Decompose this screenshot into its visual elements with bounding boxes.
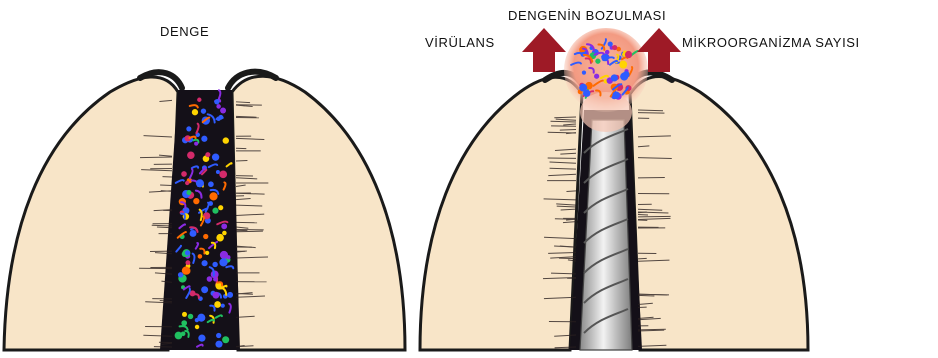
bacterium xyxy=(193,198,199,204)
bacterium xyxy=(195,325,199,329)
bacterium xyxy=(216,116,221,121)
bacterium xyxy=(212,153,219,160)
bacterium xyxy=(205,251,209,255)
bacterium xyxy=(227,292,233,298)
hatch-line xyxy=(236,293,253,294)
bacterium xyxy=(186,126,191,131)
bacterium xyxy=(623,71,630,78)
bacterium xyxy=(612,91,620,99)
bacterium xyxy=(595,59,600,64)
bacterium xyxy=(221,304,225,308)
bacterium xyxy=(203,234,208,239)
microorganism-count-label: MİKROORGANİZMA SAYISI xyxy=(682,35,860,50)
bacterium xyxy=(207,276,213,282)
bacterium xyxy=(186,190,191,195)
bacterium xyxy=(194,142,198,146)
bacterium xyxy=(196,179,204,187)
bacterium xyxy=(190,230,197,237)
bacterium xyxy=(185,181,189,185)
bacterium xyxy=(213,277,217,281)
bacterium xyxy=(582,71,586,75)
bacterium xyxy=(214,301,221,308)
bacterium xyxy=(185,250,190,255)
bacterium xyxy=(205,152,210,157)
bacterium xyxy=(197,314,205,322)
bacterium xyxy=(182,312,187,317)
bacterium xyxy=(212,292,219,299)
virulence-label: VİRÜLANS xyxy=(425,35,495,50)
bacterium xyxy=(216,234,224,242)
up-arrow-icon xyxy=(522,28,566,72)
bacterium xyxy=(223,137,229,143)
bacterium xyxy=(212,262,217,267)
hatch-line xyxy=(140,157,172,158)
hatch-line xyxy=(638,295,654,296)
bacterium xyxy=(216,104,221,109)
bacterium xyxy=(605,50,609,54)
left-panel-balance xyxy=(4,72,405,350)
bacterium xyxy=(198,335,205,342)
hatch-line xyxy=(555,219,576,220)
right-panel-imbalance xyxy=(420,28,808,350)
bacterium xyxy=(201,136,207,142)
bacterium xyxy=(226,255,230,259)
bacterium xyxy=(220,108,226,114)
bacterium xyxy=(611,74,618,81)
bacterium xyxy=(214,99,219,104)
bacterium xyxy=(198,254,203,259)
bacterium xyxy=(201,108,206,113)
bacterium xyxy=(197,98,201,102)
bacterium xyxy=(219,258,227,266)
hatch-line xyxy=(560,129,576,130)
hatch-line xyxy=(559,258,576,259)
bacterium xyxy=(181,171,187,177)
hatch-line xyxy=(555,347,576,348)
imbalance-title: DENGENİN BOZULMASI xyxy=(508,8,666,23)
bacterium xyxy=(175,332,183,340)
bacterium xyxy=(182,267,190,275)
bacterium xyxy=(222,231,227,236)
hatch-line xyxy=(160,185,172,186)
inflammation-glow xyxy=(580,92,632,132)
left-tooth-left-lobe xyxy=(4,77,178,350)
bacterium xyxy=(608,41,613,46)
bacterium xyxy=(619,61,627,69)
bacterium xyxy=(579,84,587,92)
bacterium xyxy=(181,320,187,326)
bacterium xyxy=(192,109,198,115)
bacterium xyxy=(218,205,223,210)
bacterium xyxy=(222,336,229,343)
bacterium xyxy=(216,333,221,338)
bacterium xyxy=(187,151,195,159)
bacterium xyxy=(221,223,227,229)
right-tooth-right-lobe xyxy=(630,77,808,351)
bacterium xyxy=(208,201,213,206)
hatch-line xyxy=(638,216,671,217)
hatch-line xyxy=(638,214,648,215)
bacterium xyxy=(219,171,227,179)
bacterium xyxy=(188,314,193,319)
bacterium xyxy=(209,192,217,200)
hatch-line xyxy=(236,231,263,232)
right-tooth-left-lobe xyxy=(420,77,582,350)
bacterium xyxy=(594,74,599,79)
hatch-line xyxy=(554,117,576,118)
bacterium xyxy=(185,260,190,265)
bacterium xyxy=(215,341,222,348)
bacterium xyxy=(201,260,207,266)
bacterium xyxy=(612,45,617,50)
bacterium xyxy=(625,51,632,58)
bacterium xyxy=(208,181,214,187)
bacterium xyxy=(201,286,208,293)
bacterium xyxy=(212,208,218,214)
balance-title: DENGE xyxy=(160,24,209,39)
hatch-line xyxy=(566,191,576,192)
bacterium xyxy=(216,170,220,174)
